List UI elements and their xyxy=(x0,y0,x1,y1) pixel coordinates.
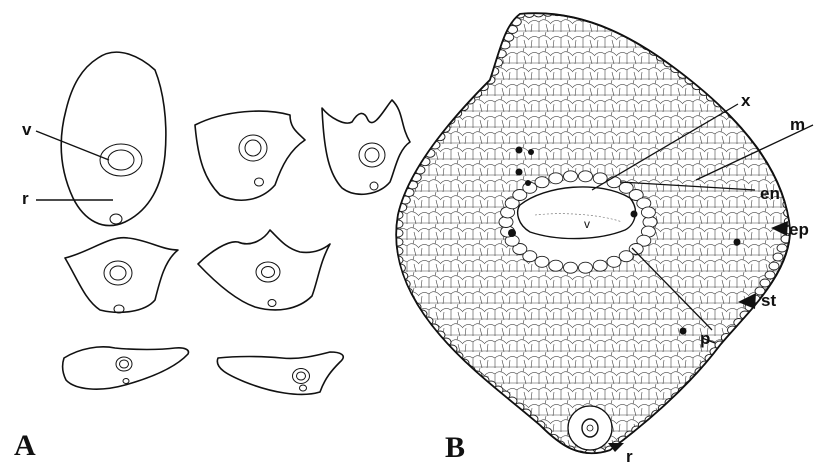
panel-b: v x m en xyxy=(393,6,813,466)
annotation-v-b: v xyxy=(584,217,590,231)
section-a7 xyxy=(217,352,343,394)
annotation-st: st xyxy=(761,291,776,310)
annotation-m: m xyxy=(790,115,805,134)
annotation-ep: ep xyxy=(789,220,809,239)
annotation-p: p xyxy=(700,329,710,348)
section-a3 xyxy=(322,100,410,194)
stele: v xyxy=(499,171,657,273)
annotation-v-a: v xyxy=(22,120,32,139)
annotation-r-b: r xyxy=(626,447,633,466)
panel-a: v r A xyxy=(14,52,410,462)
leader-v-a xyxy=(36,131,109,160)
section-a6 xyxy=(63,347,189,389)
annotation-en: en xyxy=(760,184,780,203)
section-a4 xyxy=(65,238,178,313)
panel-label-b: B xyxy=(445,431,465,464)
root-trace xyxy=(568,406,612,450)
annotation-x: x xyxy=(741,91,751,110)
section-a5 xyxy=(198,230,330,310)
section-a2 xyxy=(195,111,305,200)
panel-label-a: A xyxy=(14,429,36,462)
annotation-r-a: r xyxy=(22,189,29,208)
